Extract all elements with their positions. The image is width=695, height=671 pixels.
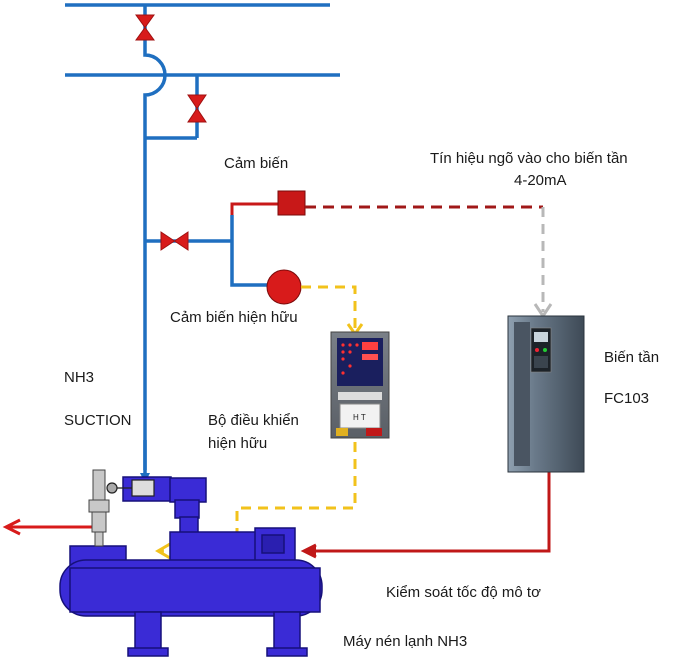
label-signal-line1: Tín hiệu ngõ vào cho biến tần <box>430 150 628 167</box>
label-motor-speed: Kiểm soát tốc độ mô tơ <box>386 584 541 601</box>
sensor-impulse-line <box>230 202 278 215</box>
label-compressor: Máy nén lạnh NH3 <box>343 633 467 650</box>
existing-pressure-sensor[interactable] <box>266 269 302 305</box>
discharge-valve[interactable] <box>88 469 110 547</box>
label-existing-sensor: Cảm biến hiện hữu <box>170 309 298 326</box>
label-controller-line1: Bộ điều khiển <box>208 412 299 429</box>
suction-valve-handle[interactable] <box>106 479 155 497</box>
signal-line-existing-sensor <box>301 285 357 330</box>
frequency-inverter[interactable] <box>507 315 585 473</box>
label-inverter-model: FC103 <box>604 390 649 407</box>
label-inverter: Biến tần <box>604 349 659 366</box>
ammonia-compressor[interactable] <box>59 476 323 657</box>
label-sensor: Cảm biến <box>224 155 288 172</box>
label-controller-line2: hiện hữu <box>208 435 267 452</box>
label-signal-line2: 4-20mA <box>514 172 567 189</box>
discharge-arrow <box>2 518 21 536</box>
motor-speed-arrow <box>300 543 317 559</box>
label-suction: SUCTION <box>64 412 132 429</box>
valve-top[interactable] <box>135 14 155 41</box>
motor-speed-control-line <box>306 472 551 553</box>
valve-branch[interactable] <box>187 94 207 123</box>
signal-arrow-yellow-2 <box>155 542 171 560</box>
suction-piping <box>65 3 340 470</box>
valve-horizontal[interactable] <box>160 231 189 251</box>
label-nh3: NH3 <box>64 369 94 386</box>
pressure-sensor[interactable] <box>277 190 306 216</box>
existing-controller-panel[interactable]: H T <box>330 331 390 439</box>
controller-badge: H T <box>353 413 366 422</box>
